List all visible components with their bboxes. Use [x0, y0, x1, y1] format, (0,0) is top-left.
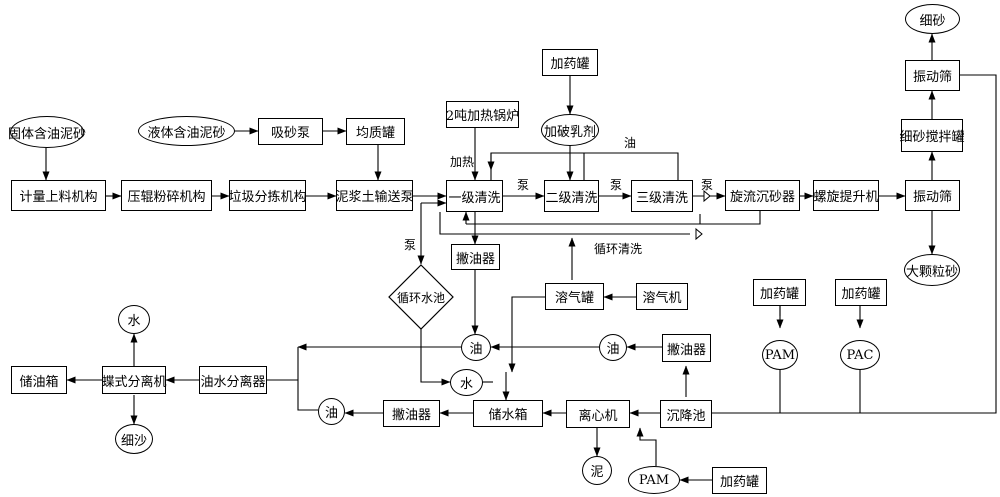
fine-sand-top-node: 细砂: [905, 4, 960, 34]
oil-water-separator-box: 油水分离器: [199, 366, 267, 394]
roller-crusher-box: 压辊粉碎机构: [121, 180, 212, 211]
mud-node: 泥: [582, 456, 612, 485]
pump-label-2: 泵: [610, 178, 623, 192]
homogenizer-box: 均质罐: [346, 118, 405, 145]
disc-separator-box: 蝶式分离机: [102, 366, 167, 394]
fine-sand-bottom-node: 细沙: [115, 424, 153, 454]
vibrating-screen-top-box: 振动筛: [905, 60, 960, 91]
oil-skimmer-lower-box: 撇油器: [383, 400, 440, 427]
liquid-oily-sludge-node: 液体含油泥砂: [138, 116, 235, 146]
wash-1-box: 一级清洗: [446, 180, 503, 212]
pam-1-node: PAM: [762, 340, 798, 370]
heating-label: 加热: [450, 155, 475, 169]
fine-sand-mixer-box: 细砂搅拌罐: [900, 119, 965, 152]
dissolved-air-tank-box: 溶气罐: [545, 283, 604, 310]
circulating-wash-label: 循环清洗: [594, 242, 643, 256]
oil-skimmer-upper-box: 撇油器: [451, 244, 500, 270]
oil-upper-node: 油: [461, 334, 491, 361]
water-mid-node: 水: [450, 369, 483, 396]
circulating-pool-diamond: 循环水池: [388, 264, 454, 330]
pump-label-1: 泵: [517, 178, 530, 192]
oil-lower-node: 油: [318, 398, 345, 425]
wash-2-box: 二级清洗: [544, 180, 599, 212]
dosing-pac-box: 加药罐: [835, 279, 887, 306]
centrifuge-box: 离心机: [566, 400, 630, 428]
water-tank-box: 储水箱: [473, 400, 543, 427]
sand-pump-box: 吸砂泵: [258, 118, 323, 145]
wash-3-box: 三级清洗: [631, 180, 693, 212]
dosing-tank-top-box: 加药罐: [542, 49, 598, 76]
solid-oily-sludge-node: 固体含油泥砂: [8, 116, 86, 148]
dissolved-air-machine-box: 溶气机: [636, 283, 688, 310]
pam-2-node: PAM: [628, 466, 680, 494]
garbage-sorter-box: 垃圾分拣机构: [229, 180, 307, 211]
vibrating-screen-box: 振动筛: [905, 180, 960, 211]
dosing-pam-box: 加药罐: [753, 279, 806, 306]
pac-node: PAC: [840, 340, 880, 370]
pump-label-4: 泵: [404, 238, 417, 252]
oil-label: 油: [624, 136, 637, 150]
cyclone-box: 旋流沉砂器: [725, 180, 800, 211]
oil-mid-node: 油: [599, 334, 627, 361]
slurry-pump-box: 泥浆土输送泵: [336, 180, 414, 211]
coarse-sand-node: 大颗粒砂: [904, 254, 960, 286]
water-top-node: 水: [118, 305, 150, 334]
sedimentation-tank-box: 沉降池: [660, 400, 712, 428]
pump-label-3: 泵: [701, 178, 714, 192]
boiler-box: 2吨加热锅炉: [446, 101, 519, 128]
screw-lift-box: 螺旋提升机: [813, 180, 879, 211]
circulating-pool-label: 循环水池: [396, 290, 445, 305]
oil-storage-box: 储油箱: [11, 366, 67, 394]
dosing-tank-bottom-box: 加药罐: [712, 467, 767, 494]
oil-skimmer-right-box: 撇油器: [662, 334, 711, 362]
metering-feeder-box: 计量上料机构: [11, 180, 106, 211]
demulsifier-node: 加破乳剂: [541, 114, 599, 146]
